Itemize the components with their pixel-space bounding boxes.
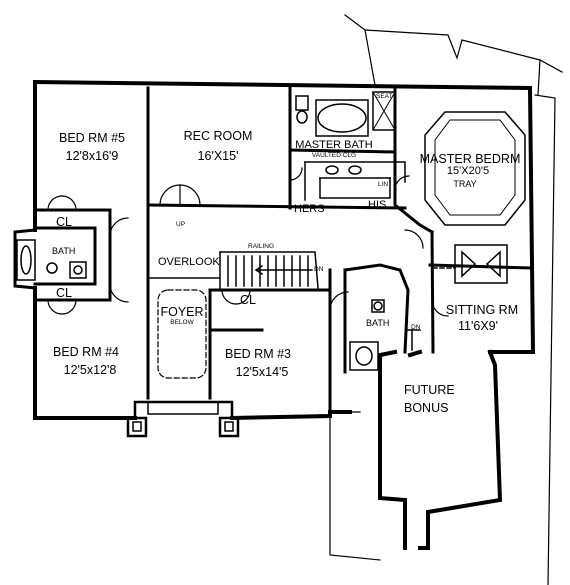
doors [47, 167, 449, 317]
sitting-room-size: 11'6X9' [458, 319, 498, 333]
exterior-walls [32, 79, 536, 550]
entrance-portico [126, 400, 240, 438]
master-bath-note: VAULTED CLG [311, 152, 357, 159]
bath-middle-label: BATH [366, 318, 390, 328]
linen-label: LIN [378, 181, 389, 188]
hers-closet-label: HERS [294, 203, 325, 215]
stair-down-label: DN [314, 266, 324, 273]
tray-ceiling [424, 111, 526, 226]
master-bath-name: MASTER BATH [295, 139, 373, 151]
left-bath-fixtures [16, 239, 87, 281]
overlook-stair [147, 251, 319, 289]
middle-bath-fixtures [349, 299, 421, 371]
bed3-size: 12'5x14'5 [235, 365, 289, 379]
sitting-room-name: SITTING RM [445, 303, 519, 317]
sitting-stair-down-label: DN [411, 324, 421, 331]
left-bath-bumpout [13, 228, 37, 290]
bath-left-label: BATH [52, 246, 76, 256]
railing-label: RAILING [248, 243, 275, 250]
seat-label: SEAT [376, 93, 393, 100]
rec-room-size: 16'X15' [197, 149, 239, 163]
master-bedroom-size: 15'X20'5 [446, 165, 490, 177]
bed4-name: BED RM #4 [53, 345, 119, 359]
fireplace [432, 244, 531, 284]
rec-room-name: REC ROOM [183, 129, 253, 143]
master-bath-fixtures [295, 91, 406, 201]
his-closet-label: HIS [368, 199, 387, 211]
master-bedroom-note: TRAY [453, 179, 477, 189]
foyer-opening [157, 289, 207, 379]
closet-upper-label: CL [56, 215, 72, 229]
overlook-label: OVERLOOK [158, 256, 220, 268]
bonus-name-line1: FUTURE [404, 383, 455, 397]
bed5-name: BED RM #5 [59, 131, 125, 145]
bonus-name-line2: BONUS [404, 401, 449, 415]
bed4-size: 12'5x12'8 [63, 363, 117, 377]
foyer-note: BELOW [170, 319, 194, 326]
master-bedroom-name: MASTER BEDRM [419, 152, 521, 166]
bed5-size: 12'8x16'9 [65, 149, 119, 163]
closet-bed3-label: CL [240, 293, 256, 307]
closet-lower-label: CL [56, 286, 72, 300]
bed3-name: BED RM #3 [225, 347, 291, 361]
stair-up-label: UP [176, 221, 186, 228]
foyer-name: FOYER [160, 305, 204, 319]
